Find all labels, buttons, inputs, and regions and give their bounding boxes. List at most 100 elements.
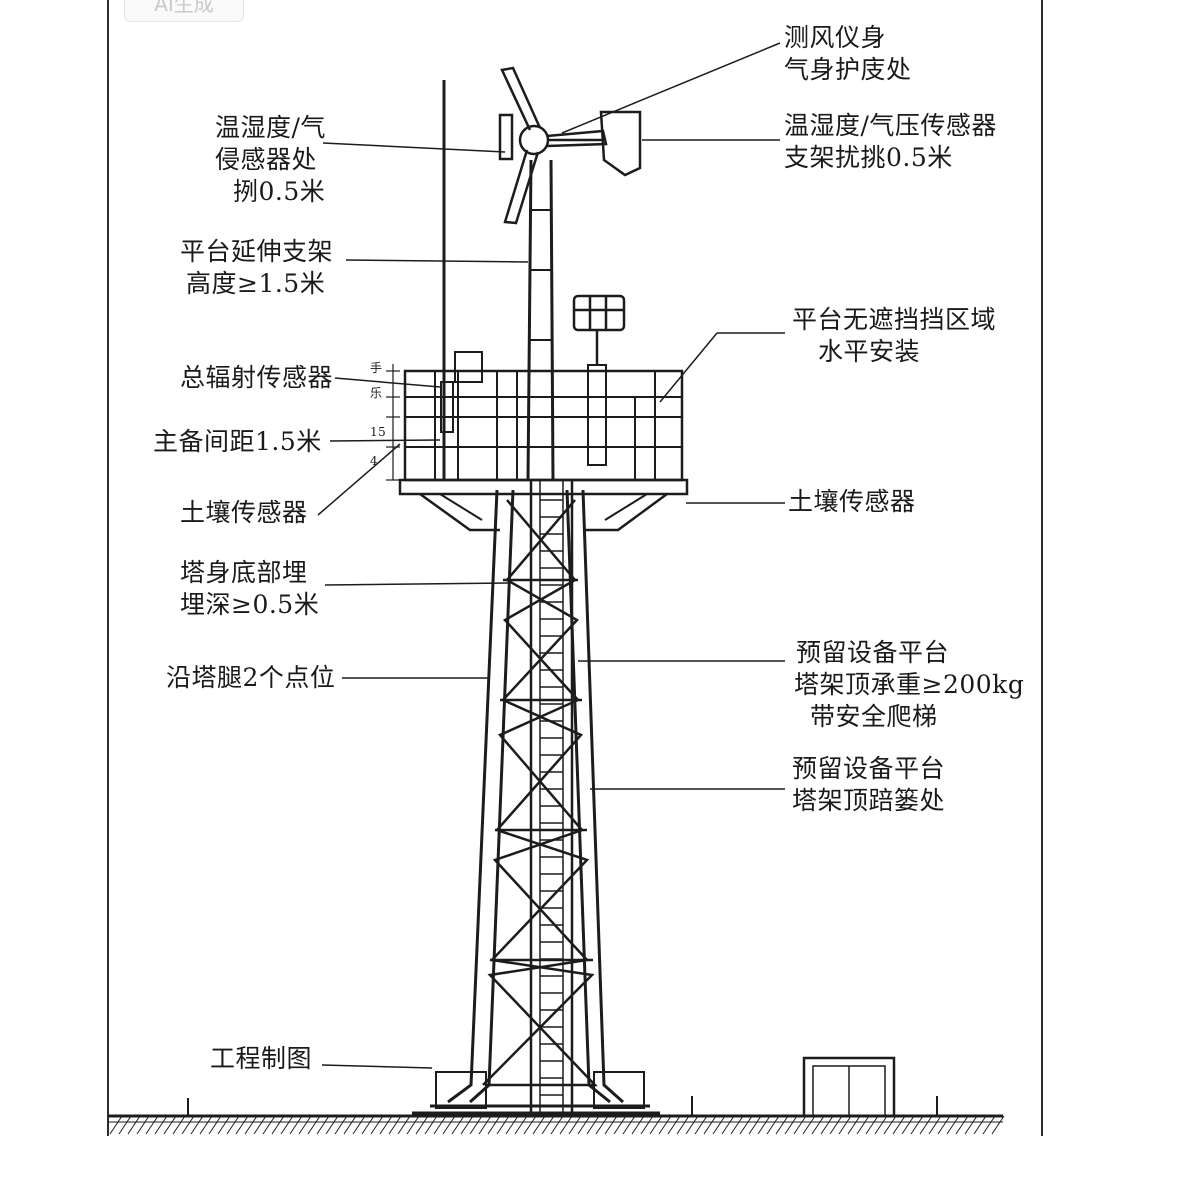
reserved-platform-label-1: 预留设备平台 塔架顶承重≥200kg 带安全爬梯 (794, 637, 1025, 733)
ground-hatch-line (181, 1115, 195, 1135)
label-line: 平台无遮挡挡区域 (792, 305, 997, 334)
ground-hatch-line (289, 1115, 303, 1135)
ground-hatch-line (406, 1115, 420, 1135)
dimension-marks (386, 364, 400, 481)
ground-hatch-line (532, 1115, 546, 1135)
label-line: 平台延伸支架 (180, 237, 334, 266)
ground-hatch-line (568, 1115, 582, 1135)
ground-hatch-line (217, 1115, 231, 1135)
reserved-platform-label-2: 预留设备平台 塔架顶踣篓处 (792, 753, 945, 817)
ground-hatch-line (874, 1115, 888, 1135)
ground-hatch-line (343, 1115, 357, 1135)
ground-hatch-line (991, 1115, 1005, 1135)
ground-hatch-line (361, 1115, 375, 1135)
spacing-label: 主备间距1.5米 (153, 426, 322, 458)
ground-hatch-line (370, 1115, 384, 1135)
ground-hatch-line (325, 1115, 339, 1135)
ground-hatch-line (604, 1115, 618, 1135)
temp-humidity-left-label: 温湿度/气 侵感器处 挒0.5米 (215, 112, 326, 208)
ground-hatch-line (388, 1115, 402, 1135)
ground-hatch-line (739, 1115, 753, 1135)
ground-hatch-line (595, 1115, 609, 1135)
label-line: 工程制图 (210, 1044, 313, 1073)
ground-hatch-line (775, 1115, 789, 1135)
ground-hatch-line (190, 1115, 204, 1135)
ground-hatch-line (712, 1115, 726, 1135)
ground-hatch-line (757, 1115, 771, 1135)
label-line: 土壤传感器 (180, 498, 308, 527)
ground-hatch-line (919, 1115, 933, 1135)
ground-hatch-line (316, 1115, 330, 1135)
leader-lines (317, 42, 785, 1069)
ground-hatch-line (613, 1115, 627, 1135)
anemometer-label: 测风仪身 气身护庋处 (784, 22, 912, 86)
soil-sensor-right-label: 土壤传感器 (788, 486, 916, 518)
ground-hatch-line (847, 1115, 861, 1135)
platform (398, 351, 689, 532)
temp-pressure-right-label: 温湿度/气压传感器 支架扰挑0.5米 (784, 110, 997, 174)
ground-hatch-line (496, 1115, 510, 1135)
ground-hatch-line (352, 1115, 366, 1135)
ground-hatch-line (820, 1115, 834, 1135)
ground-hatch-line (640, 1115, 654, 1135)
total-radiation-label: 总辐射传感器 (180, 362, 333, 394)
equipment-door (802, 1056, 896, 1118)
ground-hatch-line (271, 1115, 285, 1135)
ground-hatch-line (424, 1115, 438, 1135)
dim-mark-3: 15 (370, 425, 387, 439)
ground-hatch-line (964, 1115, 978, 1135)
ground-hatch-line (334, 1115, 348, 1135)
ground-hatch-line (856, 1115, 870, 1135)
ground-hatch-line (865, 1115, 879, 1135)
ground-hatch-line (973, 1115, 987, 1135)
ground-hatch-line (172, 1115, 186, 1135)
dim-mark-2: 乐 (370, 386, 383, 400)
label-line: 塔架顶承重≥200kg (794, 670, 1025, 699)
drawing-frame (107, 0, 1043, 1136)
ai-watermark: AI生成 (124, 0, 244, 22)
ground-hatch-line (478, 1115, 492, 1135)
label-line: 温湿度/气 (215, 113, 326, 142)
ground-hatch-line (109, 1115, 123, 1135)
ground-hatch-line (280, 1115, 294, 1135)
ground-hatch-line (892, 1115, 906, 1135)
ground-hatch-line (559, 1115, 573, 1135)
radiation-sensor (572, 294, 626, 365)
tower-base-label: 塔身底部埋 埋深≥0.5米 (180, 557, 319, 621)
label-line: 塔架顶踣篓处 (792, 786, 946, 815)
ground-hatch-line (928, 1115, 942, 1135)
label-line: 主备间距1.5米 (153, 427, 322, 456)
ground-hatch-line (577, 1115, 591, 1135)
label-line: 挒0.5米 (233, 177, 326, 206)
wind-turbine (498, 66, 642, 225)
soil-sensor-left-label: 土壤传感器 (180, 497, 308, 529)
platform-extension-label: 平台延伸支架 高度≥1.5米 (180, 236, 333, 300)
ground-hatch-line (469, 1115, 483, 1135)
ground-hatch-line (199, 1115, 213, 1135)
central-mast (442, 80, 555, 481)
label-line: 温湿度/气压传感器 (784, 111, 997, 140)
ground-hatch-line (784, 1115, 798, 1135)
ground-hatch-line (487, 1115, 501, 1135)
ground-hatch-line (118, 1115, 132, 1135)
ground-hatch-line (514, 1115, 528, 1135)
ground-hatch-line (244, 1115, 258, 1135)
ground-hatch-line (460, 1115, 474, 1135)
ground-hatch-line (127, 1115, 141, 1135)
ground-hatch-line (676, 1115, 690, 1135)
label-line: 沿塔腿2个点位 (166, 663, 336, 692)
leg-points-label: 沿塔腿2个点位 (166, 662, 335, 694)
label-line: 预留设备平台 (792, 754, 946, 783)
ground-hatch-line (955, 1115, 969, 1135)
label-line: 土壤传感器 (788, 487, 916, 516)
ground-hatch-line (793, 1115, 807, 1135)
ground-hatch-line (694, 1115, 708, 1135)
ground-hatch-line (829, 1115, 843, 1135)
dim-mark-1: 手 (370, 361, 383, 375)
ground-hatch-line (748, 1115, 762, 1135)
ground-hatch-line (910, 1115, 924, 1135)
ground-hatch-line (262, 1115, 276, 1135)
ground-hatch-line (145, 1115, 159, 1135)
label-line: 水平安装 (818, 337, 921, 366)
